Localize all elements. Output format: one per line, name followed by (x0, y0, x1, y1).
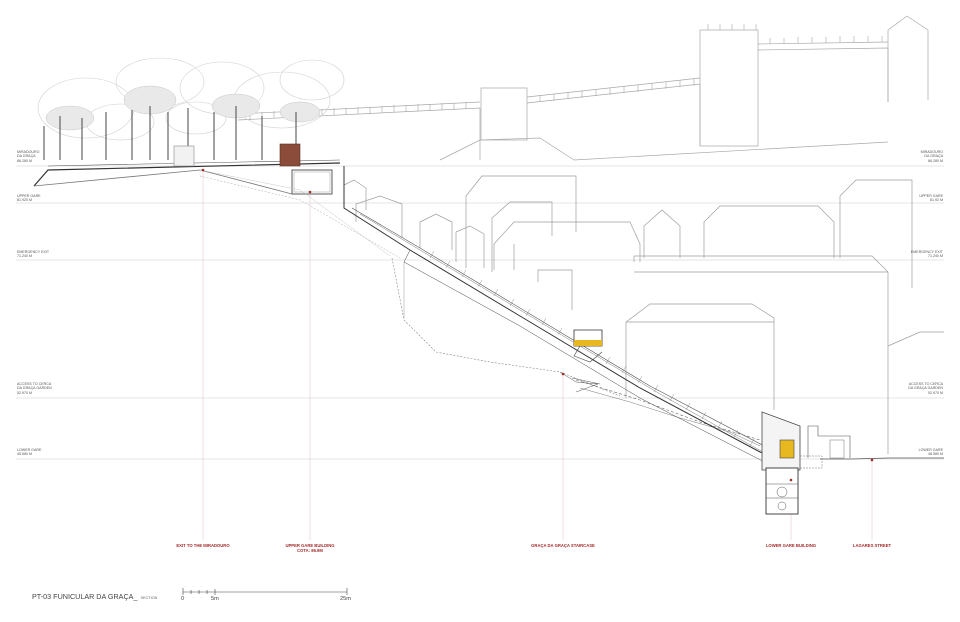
level-label-right-cerca-garden: ACCESS TO CERCA DA GRAÇA GARDEN 52.970 m (908, 382, 943, 395)
staircase (559, 371, 601, 393)
funicular-cabin-lower (779, 439, 795, 459)
trees (37, 57, 345, 160)
location-label-exit-miradouro: EXIT TO THE MIRADOURO (176, 543, 230, 548)
castle-walls (237, 15, 929, 161)
ground-profile (33, 169, 944, 460)
lower-gare-building (761, 411, 851, 515)
level-label-left-cerca-garden: ACCESS TO CERCA DA GRAÇA GARDEN 52.970 m (17, 382, 52, 395)
background-buildings (343, 175, 944, 454)
scale-label-mid: 5m (211, 596, 219, 602)
level-label-right-upper-gare: UPPER GARE 81.92 m (919, 194, 943, 203)
funicular-track (343, 166, 801, 471)
upper-gare-building (291, 169, 333, 195)
location-label-upper-gare-building: UPPER GARE BUILDING COTA: 86.9M (285, 543, 335, 553)
drawing-title: PT-03 FUNICULAR DA GRAÇA_SECTION (32, 592, 157, 601)
level-label-left-lower-gare: LOWER GARE 45.580 m (17, 448, 42, 457)
location-markers (201, 168, 874, 482)
level-label-left-emergency-exit: EMERGENCY EXIT 71.240 m (17, 250, 50, 259)
scale-label-zero: 0 (181, 596, 185, 602)
level-label-left-miradouro: MIRADOURO DA GRAÇA 86.280 m (17, 150, 40, 163)
level-label-right-lower-gare: LOWER GARE 46.580 m (918, 448, 943, 457)
kiosk (173, 145, 195, 167)
drawing-title-main: PT-03 FUNICULAR DA GRAÇA_ (32, 592, 138, 601)
drawing-title-sub: SECTION (140, 596, 158, 600)
level-label-right-emergency-exit: EMERGENCY EXIT 71.240 m (910, 250, 943, 259)
upper-terrace (33, 143, 341, 195)
scale-label-end: 25m (340, 596, 351, 602)
location-label-lagares-street: LAGARES STREET (852, 543, 892, 548)
track-sleepers (429, 250, 755, 447)
location-label-lower-gare-building: LOWER GARE BUILDING (765, 543, 817, 548)
scale-bar (182, 588, 348, 595)
castle-crenellations (249, 24, 883, 120)
upper-gare-entrance (279, 143, 301, 167)
location-label-staircase: GRAÇA DA GRAÇA STAIRCASE (531, 543, 595, 548)
level-label-right-miradouro: MIRADOURO DA GRAÇA 86.280 m (920, 150, 943, 163)
level-label-left-upper-gare: UPPER GARE 81.920 m (17, 194, 41, 203)
funicular-cabin-upper (573, 329, 603, 363)
level-lines (16, 165, 944, 460)
